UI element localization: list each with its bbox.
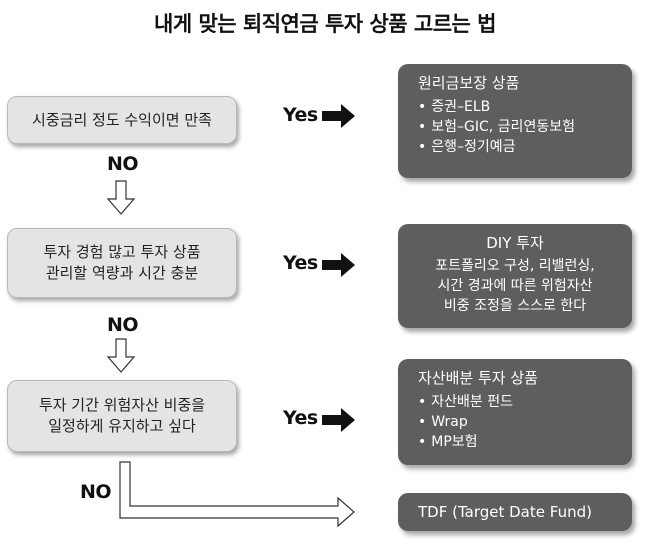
yes-label: Yes [283,407,318,429]
question-box-interest-rate: 시중금리 정도 수익이면 만족 [7,96,237,144]
answer-heading: 원리금보장 상품 [418,74,520,92]
question-box-diy-experience: 투자 경험 많고 투자 상품 관리할 역량과 시간 충분 [7,228,237,298]
bent-arrow-icon [119,461,355,528]
yes-arrow-icon [322,253,355,277]
no-label: NO [107,314,139,336]
list-item: MP보험 [418,432,632,452]
answer-heading: 자산배분 투자 상품 [418,369,538,387]
yes-arrow-icon [322,408,355,432]
yes-label: Yes [283,252,318,274]
no-label: NO [80,481,112,503]
question-text: 투자 기간 위험자산 비중을 일정하게 유지하고 싶다 [38,396,206,435]
question-text: 시중금리 정도 수익이면 만족 [32,110,212,129]
answer-box-tdf: TDF (Target Date Fund) [398,493,632,531]
list-item: 은행–정기예금 [418,137,632,157]
page-title: 내게 맞는 퇴직연금 투자 상품 고르는 법 [154,12,497,36]
question-text: 투자 경험 많고 투자 상품 관리할 역량과 시간 충분 [43,243,201,282]
down-arrow-icon [106,338,136,373]
list-item: 증권–ELB [418,97,632,117]
question-box-asset-allocation: 투자 기간 위험자산 비중을 일정하게 유지하고 싶다 [7,380,237,452]
list-item: 보험–GIC, 금리연동보험 [418,117,632,137]
answer-list: 증권–ELB 보험–GIC, 금리연동보험 은행–정기예금 [418,97,632,157]
answer-list: 자산배분 펀드 Wrap MP보험 [418,392,632,452]
no-label: NO [107,153,139,175]
yes-label: Yes [283,104,318,126]
answer-box-asset-allocation: 자산배분 투자 상품 자산배분 펀드 Wrap MP보험 [398,359,632,465]
answer-box-principal-guaranteed: 원리금보장 상품 증권–ELB 보험–GIC, 금리연동보험 은행–정기예금 [398,64,632,178]
answer-heading: DIY 투자 [486,234,544,252]
down-arrow-icon [106,180,136,215]
list-item: 자산배분 펀드 [418,392,632,412]
yes-arrow-icon [322,104,355,128]
answer-box-diy: DIY 투자 포트폴리오 구성, 리밸런싱, 시간 경과에 따른 위험자산 비중… [398,224,632,328]
answer-description: 포트폴리오 구성, 리밸런싱, 시간 경과에 따른 위험자산 비중 조정을 스스… [435,258,595,314]
list-item: Wrap [418,412,632,432]
answer-heading: TDF (Target Date Fund) [418,503,592,521]
